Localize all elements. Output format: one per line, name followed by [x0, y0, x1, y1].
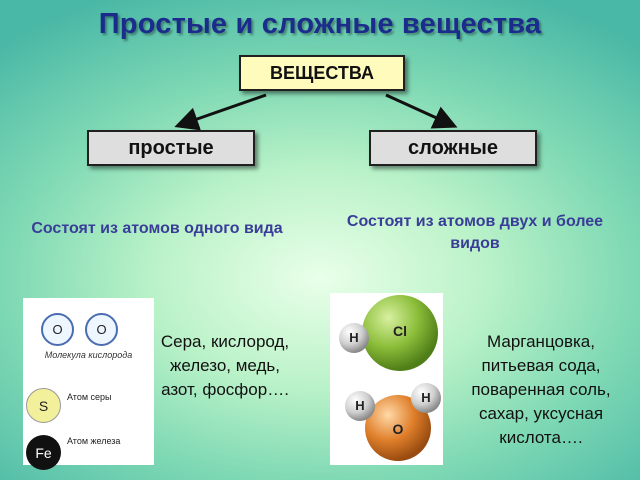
- hydrogen-ball-water-right: [411, 383, 441, 413]
- complex-molecules-figure: Cl H O H H: [330, 293, 443, 465]
- complex-description: Состоят из атомов двух и более видов: [346, 213, 604, 252]
- sulfur-atom-caption: Атом серы: [67, 392, 112, 402]
- oxygen-atom-right: O: [85, 313, 118, 346]
- complex-examples: Марганцовка, питьевая сода, поваренная с…: [471, 332, 611, 447]
- water-hydrogen-right-label: H: [421, 390, 431, 405]
- sulfur-atom: S: [26, 388, 61, 423]
- simple-examples: Сера, кислород, железо, медь, азот, фосф…: [160, 332, 290, 399]
- iron-atom-caption: Атом железа: [67, 436, 121, 446]
- simple-description: Состоят из атомов одного вида: [31, 220, 283, 237]
- water-oxygen-label: O: [392, 421, 404, 437]
- water-hydrogen-left-label: H: [355, 398, 365, 413]
- arrow-to-complex: [385, 93, 458, 129]
- chlorine-ball: [362, 295, 438, 371]
- oxygen-atom-left: O: [41, 313, 74, 346]
- simple-substances-box: простые: [87, 130, 255, 166]
- hydrogen-ball-hcl: [339, 323, 369, 353]
- molecule-balls: [339, 295, 441, 461]
- chlorine-label: Cl: [393, 323, 407, 339]
- iron-atom: Fe: [26, 435, 61, 470]
- hydrogen-ball-water-left: [345, 391, 375, 421]
- arrow-to-simple: [174, 93, 267, 131]
- oxygen-molecule-caption: Молекула кислорода: [44, 350, 133, 360]
- page-title: Простые и сложные вещества: [98, 8, 542, 40]
- oxygen-ball: [365, 395, 431, 461]
- complex-substances-box: сложные: [369, 130, 537, 166]
- substances-box: ВЕЩЕСТВА: [239, 55, 405, 91]
- hcl-hydrogen-label: H: [349, 330, 359, 345]
- simple-atoms-figure: O O Молекула кислорода S Атом серы Fe Ат…: [23, 298, 154, 470]
